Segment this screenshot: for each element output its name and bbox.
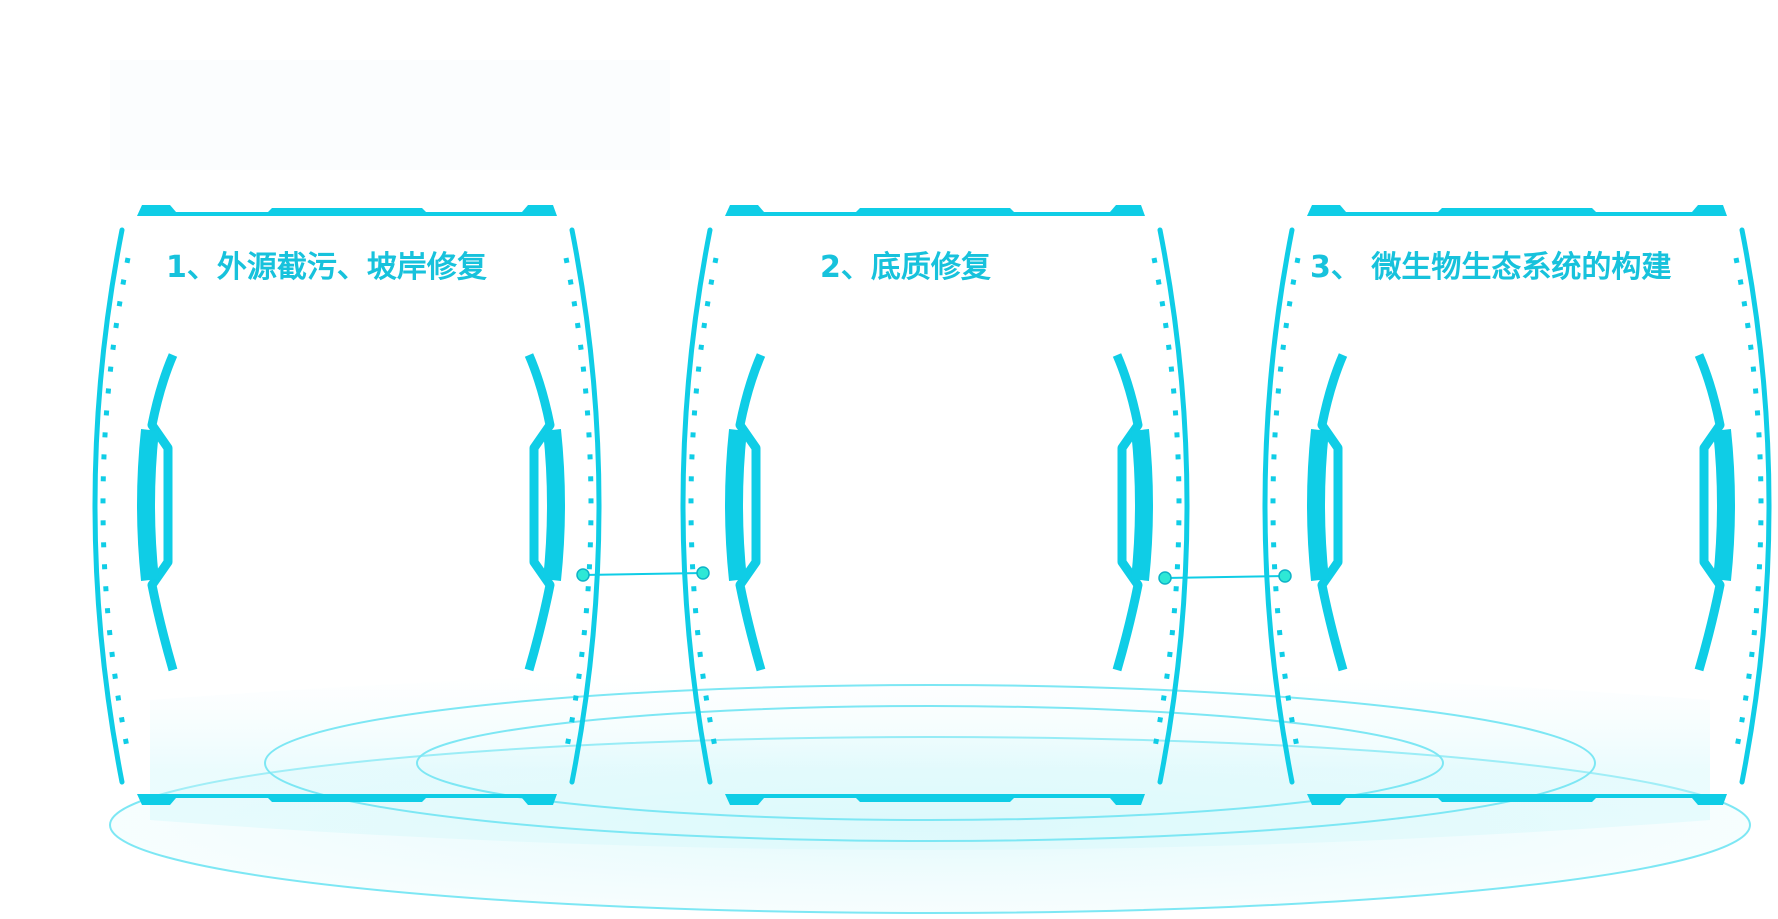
connector-node-end-1 [696,566,710,580]
panel-left-bracket [1317,353,1348,672]
panel-left-ticks [688,257,719,753]
panel-right-bracket [524,353,555,672]
base-platform [109,670,1751,914]
panel-left-ticks [1270,257,1301,753]
panel-left-outer-arc [680,227,713,785]
panel-right-outer-arc [569,227,602,785]
panel-title-3: 3、 微生物生态系统的构建 [1310,250,1672,285]
panel-left-bracket [735,353,766,672]
panel-right-bracket-core [1713,429,1735,581]
panel-right-outer-arc [1157,227,1190,785]
panel-right-ticks [1733,257,1764,753]
panel-right-bracket [1694,353,1725,672]
panel-frames [92,205,1772,805]
connector-line-2 [1164,575,1286,579]
panel-left-outer-arc [1262,227,1295,785]
panel-right-bracket [1112,353,1143,672]
panel-frame-2 [680,205,1190,805]
panel-connectors [576,566,1292,585]
panel-right-outer-arc [1739,227,1772,785]
panel-left-bracket-core [137,429,159,581]
panel-right-bracket-core [543,429,565,581]
panel-left-ticks [100,257,131,753]
panel-left-bracket-core [725,429,747,581]
panel-left-bracket-core [1307,429,1329,581]
panel-right-ticks [563,257,594,753]
panel-right-bracket-core [1131,429,1153,581]
panel-left-bracket [147,353,178,672]
base-ellipse-middle [264,684,1596,842]
panel-frame-3 [1262,205,1772,805]
panel-left-outer-arc [92,227,125,785]
connector-node-start-2 [1158,571,1172,585]
panel-right-ticks [1151,257,1182,753]
panel-top-bar [725,205,1145,216]
base-ellipse-inner [416,705,1444,821]
panel-title-1: 1、外源截污、坡岸修复 [166,250,487,285]
panel-top-bar [1307,205,1727,216]
panel-bottom-bar [137,794,557,805]
panel-top-bar [137,205,557,216]
connector-node-start-1 [576,568,590,582]
connector-line-1 [582,572,704,576]
panel-bottom-bar [1307,794,1727,805]
panel-bottom-bar [725,794,1145,805]
connector-node-end-2 [1278,569,1292,583]
glow-column [150,670,1710,850]
panel-frame-1 [92,205,602,805]
faint-header-box [110,60,670,170]
panel-title-2: 2、底质修复 [820,250,991,285]
